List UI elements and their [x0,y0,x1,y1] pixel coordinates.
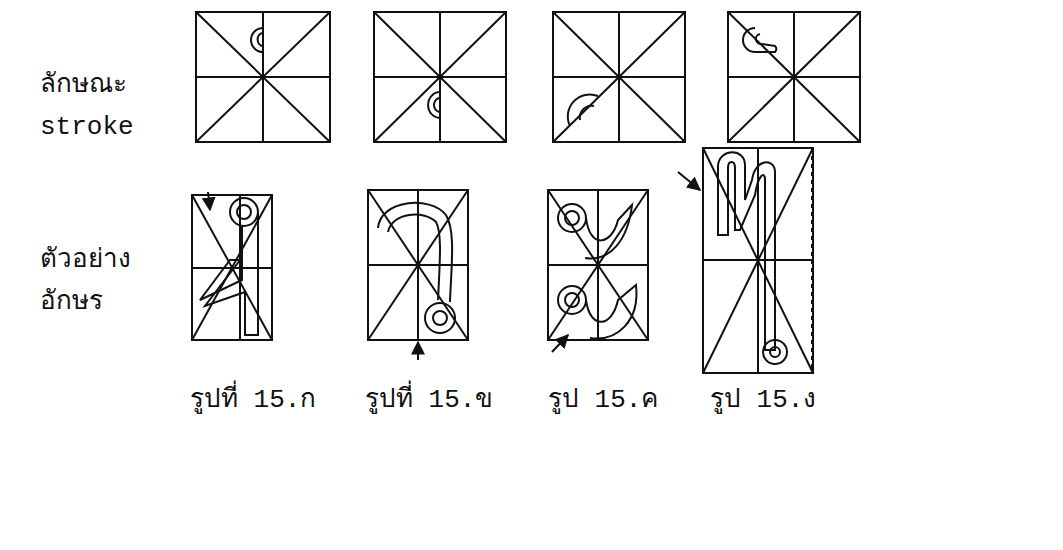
row-label: ตัวอย่าง อักษร [40,240,170,323]
figure-caption: รูป 15.ค [548,380,708,422]
guide-square [196,12,330,142]
letter-example [548,190,648,352]
row-label: ลักษณะ stroke [40,65,160,148]
guide-square [374,12,506,142]
figure-caption: รูปที่ 15.ข [365,380,555,422]
letter-example [368,190,468,360]
figure-caption: รูป 15.ง [710,380,870,422]
letter-example [678,148,813,373]
guide-square [553,12,685,142]
guide-square [728,12,860,142]
figure-caption: รูปที่ 15.ก [190,380,380,422]
letter-example [192,192,272,340]
